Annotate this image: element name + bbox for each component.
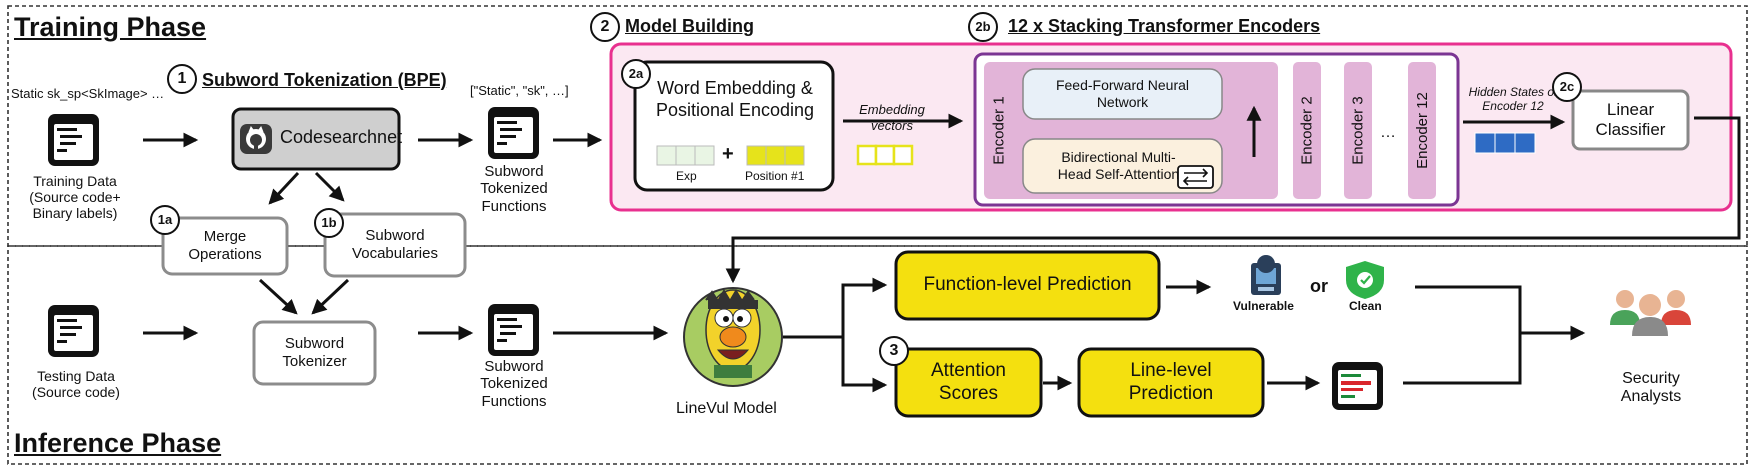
attention-box [1022,138,1223,194]
ffn-label: Feed-Forward Neural Network [1055,77,1190,110]
line-level-prediction-box [1077,347,1265,418]
encoder-3-block [1344,62,1372,199]
position-label: Position #1 [745,169,805,183]
hidden-state-vector [1474,132,1536,154]
subword-vocabularies-label: Subword Vocabularies [352,227,438,262]
position-vector [746,145,805,166]
encoder-2-block [1293,62,1321,199]
training-arrows [143,113,1741,284]
tokenized-doc-icon-infer [488,304,539,356]
github-icon [240,124,272,154]
encoder-ellipsis: … [1380,124,1396,141]
step-2a-badge: 2a [621,59,651,89]
hidden-states-label: Hidden States of Encoder 12 [1468,85,1558,113]
subword-vocabularies-box [323,212,467,278]
step-1-title: Subword Tokenization (BPE) [202,70,447,90]
training-phase-frame [7,5,1748,247]
embedding-output-vector [856,144,914,166]
codesearchnet-label: Codesearchnet [280,127,403,147]
inference-phase-frame [7,245,1748,465]
ffn-box [1022,68,1223,120]
linevul-model-label: LineVul Model [676,400,777,417]
training-data-doc-icon [48,114,99,166]
tokenized-doc-icon-train [488,107,539,159]
inference-phase-title: Inference Phase [14,428,222,458]
line-level-prediction-label: Line-level Prediction [1128,359,1214,404]
step-3-badge: 3 [879,336,909,366]
function-level-prediction-label: Function-level Prediction [923,274,1132,296]
security-analysts-icon [1610,290,1691,336]
attention-scores-box [894,347,1043,418]
testing-data-label: Testing Data (Source code) [32,368,120,401]
codesearchnet-box [231,107,401,171]
encoder-2-label: Encoder 2 [1298,96,1316,165]
inference-arrows [143,277,1586,393]
training-data-label: Training Data (Source code+ Binary label… [29,173,121,222]
embedding-vectors-label: Embedding vectors [859,102,925,133]
step-1a-badge: 1a [150,205,180,235]
vulnerable-icon [1251,255,1281,295]
step-2b-badge: 2b [968,12,998,42]
step-2b-title: 12 x Stacking Transformer Encoders [1008,16,1321,36]
subword-tokenizer-label: Subword Tokenizer [282,335,347,370]
line-level-output-icon [1332,362,1383,410]
function-level-prediction-box [894,250,1161,321]
attention-scores-label: Attention Scores [931,359,1006,404]
embedding-label: Word Embedding & Positional Encoding [655,78,815,120]
vulnerable-label: Vulnerable [1233,299,1294,313]
linevul-model-icon [683,287,783,387]
attention-label: Bidirectional Multi-Head Self-Attention [1057,149,1180,182]
clean-shield-icon [1346,261,1384,299]
step-1-badge: 1 [167,64,197,94]
training-phase-title: Training Phase [14,12,207,42]
testing-data-doc-icon [48,305,99,357]
classifier-box [1571,89,1690,151]
encoder-12-block [1408,62,1436,199]
embedding-plus: + [722,143,734,165]
step-2-badge: 2 [590,12,620,42]
security-analysts-label: Security Analysts [1620,370,1682,406]
subword-tokenizer-box [252,320,377,386]
encoder-1-label: Encoder 1 [990,96,1008,165]
clean-label: Clean [1349,299,1382,313]
encoder-3-label: Encoder 3 [1349,96,1367,165]
swap-arrows-icon [1177,165,1214,189]
exp-label: Exp [676,169,697,183]
merge-operations-label: Merge Operations [188,228,262,263]
merge-operations-box [161,216,289,276]
linear-classifier-label: Linear Classifier [1595,99,1666,139]
or-label: or [1310,276,1328,296]
tokens-sample: ["Static", "sk", …] [470,83,569,98]
step-2-title: Model Building [625,16,754,36]
training-input-sample: Static sk_sp<SkImage> … [11,86,165,101]
training-tokenized-label: Subword Tokenized Functions [480,163,548,215]
inference-tokenized-label: Subword Tokenized Functions [480,358,548,410]
encoder-12-label: Encoder 12 [1413,92,1431,169]
step-2c-badge: 2c [1552,72,1582,102]
exp-vector [656,145,715,166]
step-1b-badge: 1b [314,208,344,238]
